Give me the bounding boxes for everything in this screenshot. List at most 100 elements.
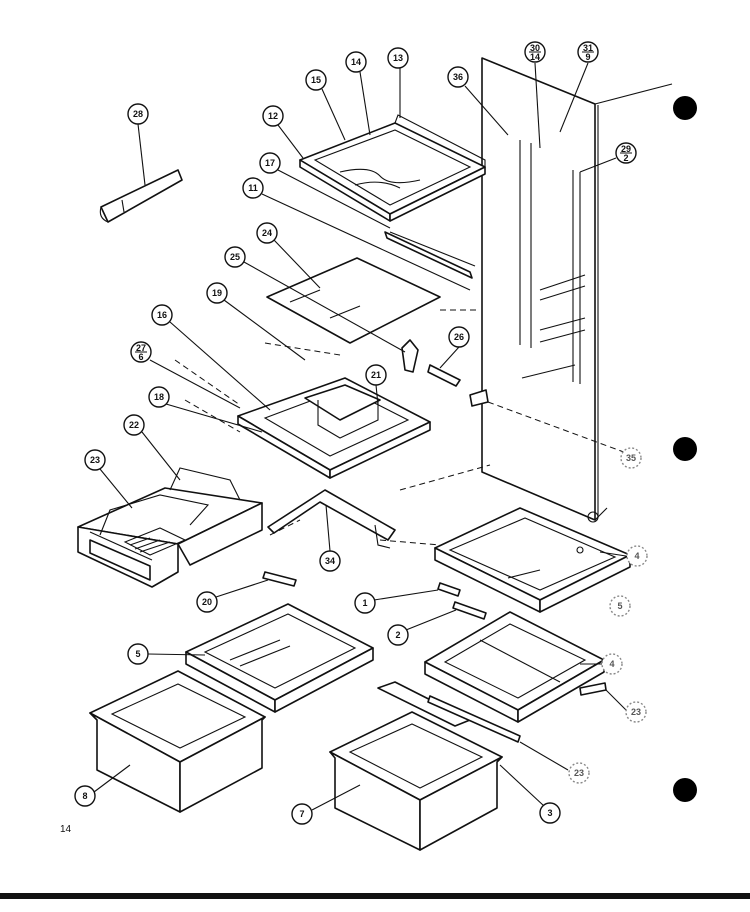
callout-label: 14 — [351, 57, 361, 67]
callout-circle — [196, 591, 218, 613]
left-lower-shelf — [185, 603, 374, 713]
callout-15: 15 — [305, 69, 327, 91]
part-17-rail — [384, 231, 476, 279]
callout-19: 19 — [206, 282, 228, 304]
callout-23a: 23 — [84, 449, 106, 471]
callout-label-bottom: 9 — [585, 52, 590, 62]
slides-1-2 — [437, 582, 487, 620]
callout-label-bottom: 14 — [530, 52, 540, 62]
callout-circle — [620, 447, 642, 469]
callout-4b: 4 — [601, 653, 623, 675]
callout-label: 22 — [129, 420, 139, 430]
callout-circle — [127, 643, 149, 665]
callout-label: 23 — [631, 707, 641, 717]
callout-18: 18 — [148, 386, 170, 408]
part-34-bracket — [267, 489, 396, 549]
callout-label: 11 — [248, 183, 258, 193]
glass-shelf — [266, 257, 441, 344]
callout-28: 28 — [127, 103, 149, 125]
callout-label: 4 — [609, 659, 614, 669]
part-28-bin — [99, 169, 183, 223]
callout-circle — [262, 105, 284, 127]
callout-circle — [365, 364, 387, 386]
callout-3: 3 — [539, 802, 561, 824]
callout-circle — [448, 326, 470, 348]
callout-circle — [242, 177, 264, 199]
callout-36: 36 — [447, 66, 469, 88]
callout-circle — [305, 69, 327, 91]
callout-circle — [539, 802, 561, 824]
callout-circle — [568, 762, 590, 784]
right-lower-drawer — [329, 711, 503, 851]
callout-circle — [151, 304, 173, 326]
callout-label: 8 — [82, 791, 87, 801]
page-number: 14 — [60, 824, 72, 835]
callout-circle — [626, 545, 648, 567]
callout-circle — [127, 103, 149, 125]
callout-circle — [123, 414, 145, 436]
callout-label-top: 31 — [583, 43, 593, 53]
callout-20: 20 — [196, 591, 218, 613]
callout-label: 15 — [311, 75, 321, 85]
callout-circle — [148, 386, 170, 408]
callout-5b: 5 — [609, 595, 631, 617]
left-lower-drawer — [89, 670, 266, 813]
callout-11: 11 — [242, 177, 264, 199]
callout-2: 2 — [387, 624, 409, 646]
callout-label: 12 — [268, 111, 278, 121]
callout-label-top: 27 — [136, 343, 146, 353]
binder-hole-top — [673, 96, 697, 120]
callout-circle — [447, 66, 469, 88]
right-lower-shelf — [424, 611, 605, 723]
callout-circle — [354, 592, 376, 614]
callout-circle — [84, 449, 106, 471]
callout-34: 34 — [319, 550, 341, 572]
callout-label-bottom: 6 — [138, 352, 143, 362]
crisper-cover-frame — [237, 377, 431, 479]
callout-circle — [224, 246, 246, 268]
callout-17: 17 — [259, 152, 281, 174]
callout-circle — [387, 624, 409, 646]
callout-label: 5 — [617, 601, 622, 611]
callout-label: 26 — [454, 332, 464, 342]
callout-label: 17 — [265, 158, 275, 168]
callout-circle — [601, 653, 623, 675]
callout-circle — [387, 47, 409, 69]
callout-26: 26 — [448, 326, 470, 348]
callout-label: 24 — [262, 228, 272, 238]
callout-label-bottom: 2 — [623, 153, 628, 163]
callout-label: 16 — [157, 310, 167, 320]
callout-25: 25 — [224, 246, 246, 268]
callout-label: 20 — [202, 597, 212, 607]
callout-label: 5 — [135, 649, 140, 659]
callout-22: 22 — [123, 414, 145, 436]
callout-circle — [74, 785, 96, 807]
callout-23b: 23 — [625, 701, 647, 723]
callout-label-top: 29 — [621, 144, 631, 154]
callout-29/2: 292 — [615, 142, 637, 164]
callout-label: 19 — [212, 288, 222, 298]
callout-5: 5 — [127, 643, 149, 665]
callout-label: 7 — [299, 809, 304, 819]
callout-24: 24 — [256, 222, 278, 244]
callout-1: 1 — [354, 592, 376, 614]
callout-label: 3 — [547, 808, 552, 818]
callout-circle — [609, 595, 631, 617]
callout-label-top: 30 — [530, 43, 540, 53]
callout-label: 4 — [634, 551, 639, 561]
leader-lines — [93, 62, 627, 811]
callout-label: 36 — [453, 72, 463, 82]
callout-label: 1 — [362, 598, 367, 608]
callout-label: 23 — [90, 455, 100, 465]
callout-label: 13 — [393, 53, 403, 63]
part-26-bracket — [401, 339, 489, 407]
callout-circle — [319, 550, 341, 572]
crisper-drawers-22-23 — [77, 467, 263, 588]
right-upper-shelf — [434, 507, 631, 613]
bottom-border — [0, 893, 750, 899]
callout-label: 34 — [325, 556, 335, 566]
